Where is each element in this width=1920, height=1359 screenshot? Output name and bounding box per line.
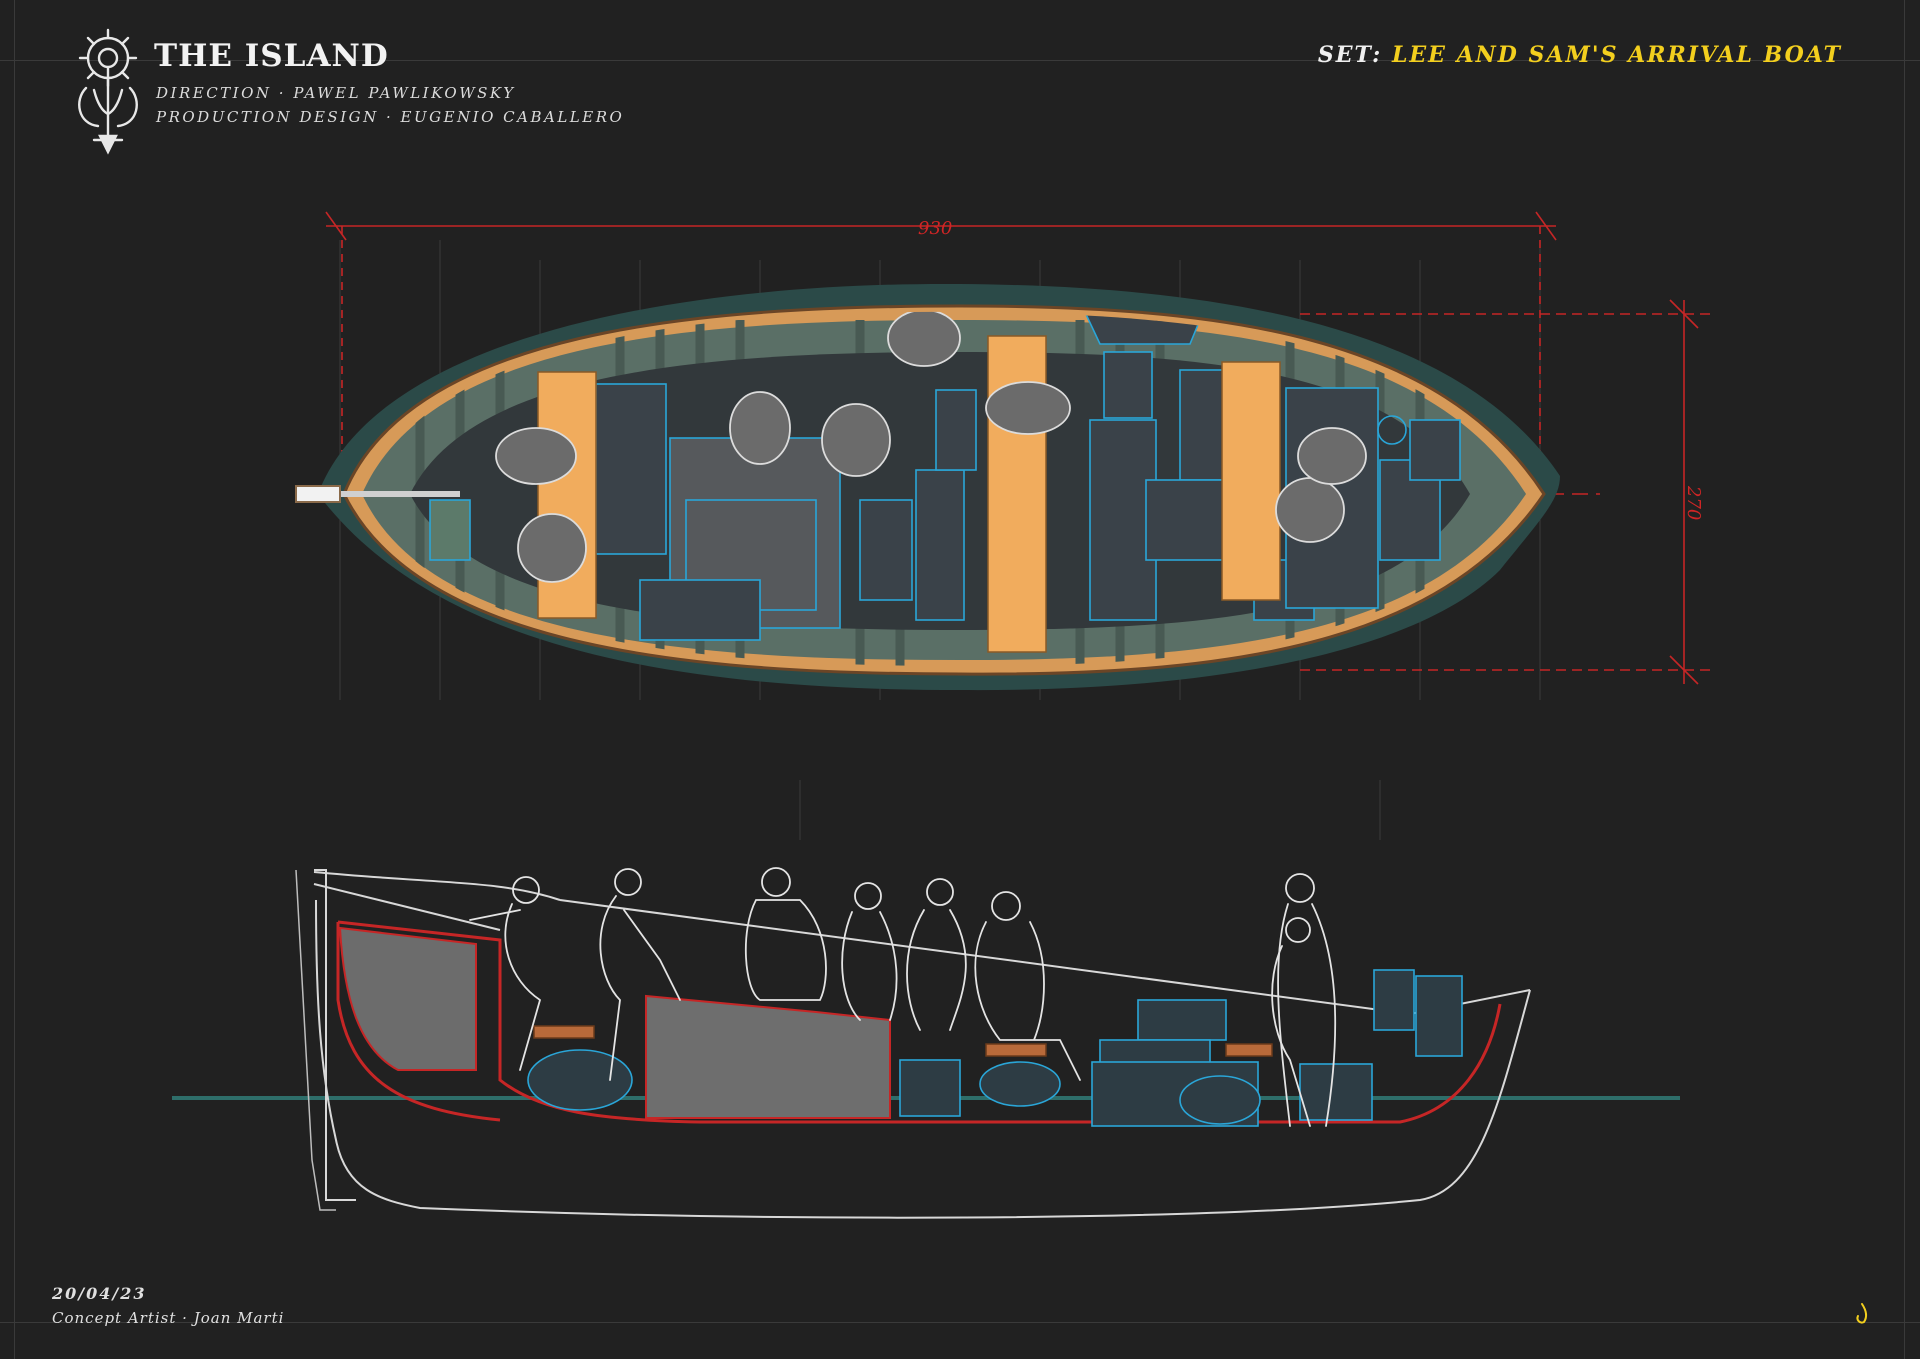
set-title: SET: LEE AND SAM'S ARRIVAL BOAT: [1318, 42, 1842, 68]
side-cargo: [527, 969, 1463, 1127]
footer: 20/04/23 Concept Artist · Joan Marti: [52, 1284, 284, 1327]
width-dimension-label: 270: [1683, 485, 1704, 520]
section-line: [337, 920, 1502, 1124]
interior-content: [410, 311, 1470, 666]
drawing-date: 20/04/23: [52, 1284, 147, 1303]
credit-production-design: PRODUCTION DESIGN · EUGENIO CABALLERO: [156, 108, 625, 126]
frame-top-line: [0, 60, 1920, 61]
frame-right-line: [1904, 0, 1905, 1359]
figures-top-view: [495, 311, 1367, 583]
set-name: LEE AND SAM'S ARRIVAL BOAT: [1391, 42, 1842, 68]
plan-view: 930 270: [295, 211, 1710, 840]
set-prefix: SET:: [1317, 42, 1383, 68]
length-dimension-label: 930: [918, 218, 952, 239]
benches: [537, 335, 1281, 653]
anchor-emblem-icon: [78, 28, 138, 155]
artist-signature-icon: [1856, 1303, 1868, 1324]
side-view: [172, 867, 1680, 1219]
people-sketch: [469, 867, 1337, 1127]
tiller: [295, 485, 460, 503]
hull-outline: [315, 899, 1531, 1219]
artist-credit: Concept Artist · Joan Marti: [52, 1309, 285, 1327]
page-title: THE ISLAND: [154, 38, 389, 74]
cargo-crate-large: [645, 994, 891, 1119]
credit-direction: DIRECTION · PAWEL PAWLIKOWSKY: [156, 84, 516, 102]
side-benches: [533, 1025, 1273, 1057]
frame-bottom-line: [0, 1322, 1920, 1323]
frame-left-line: [14, 0, 15, 1359]
